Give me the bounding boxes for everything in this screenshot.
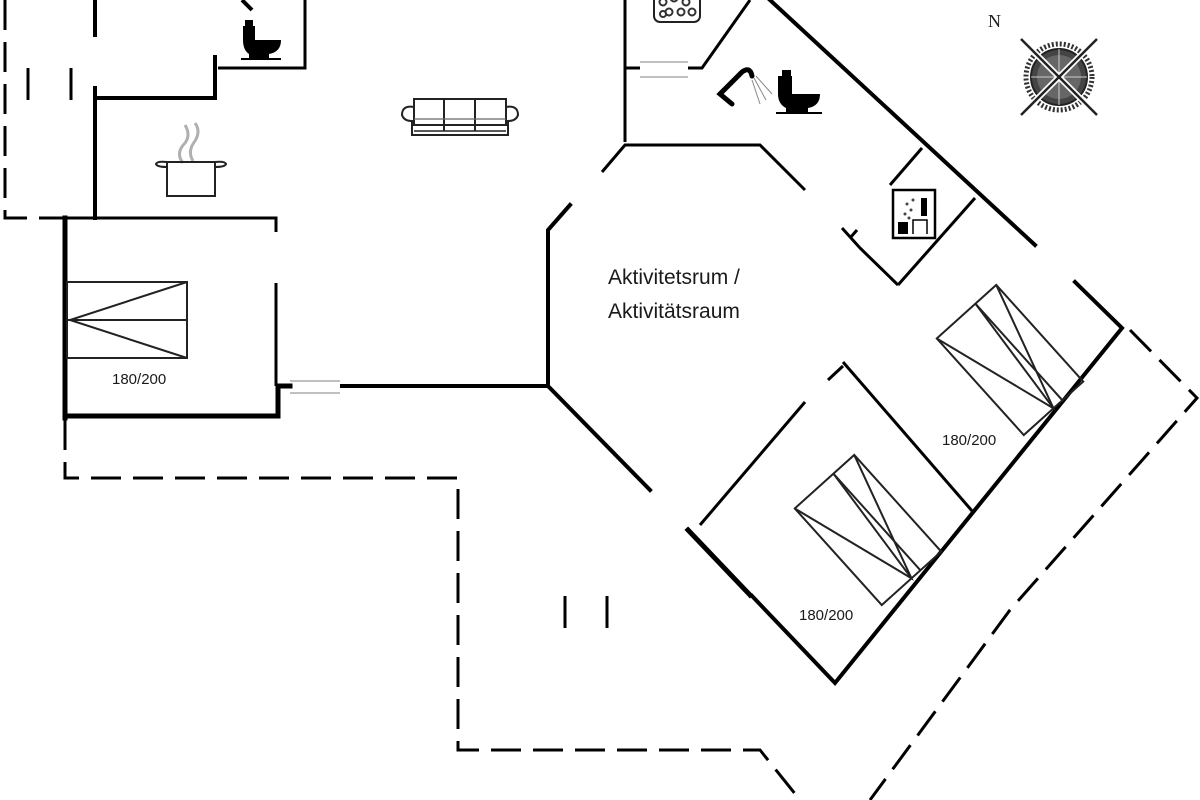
bed-east-lower-size: 180/200 (799, 607, 853, 624)
compass-rose-icon (1018, 36, 1100, 118)
activity-room-label-line2: Aktivitätsraum (608, 300, 740, 323)
shower-icon (716, 67, 773, 107)
bed-east-upper-size: 180/200 (942, 432, 996, 449)
terrace-steps (26, 68, 609, 628)
sauna-icon (891, 188, 937, 240)
cooking-pot-icon (154, 122, 228, 197)
bed-west: 180/200 (66, 281, 188, 388)
shower-icon (240, 0, 273, 12)
whirlpool-icon (653, 0, 701, 23)
bed-east-lower (793, 453, 943, 607)
windows (290, 61, 688, 394)
toilet-icon (241, 20, 281, 60)
sofa-icon (400, 98, 520, 136)
terrace-outline (3, 0, 1200, 800)
north-label: N (988, 11, 1001, 31)
activity-room-walls (600, 0, 845, 526)
west-wing-walls (62, 0, 653, 493)
east-wing-walls (684, 0, 1125, 687)
bed-west-size: 180/200 (112, 371, 166, 388)
toilet-icon (776, 70, 822, 114)
compass: N (988, 11, 1100, 118)
activity-room-label-line1: Aktivitetsrum / (608, 266, 740, 289)
bed-east-upper (935, 283, 1085, 437)
